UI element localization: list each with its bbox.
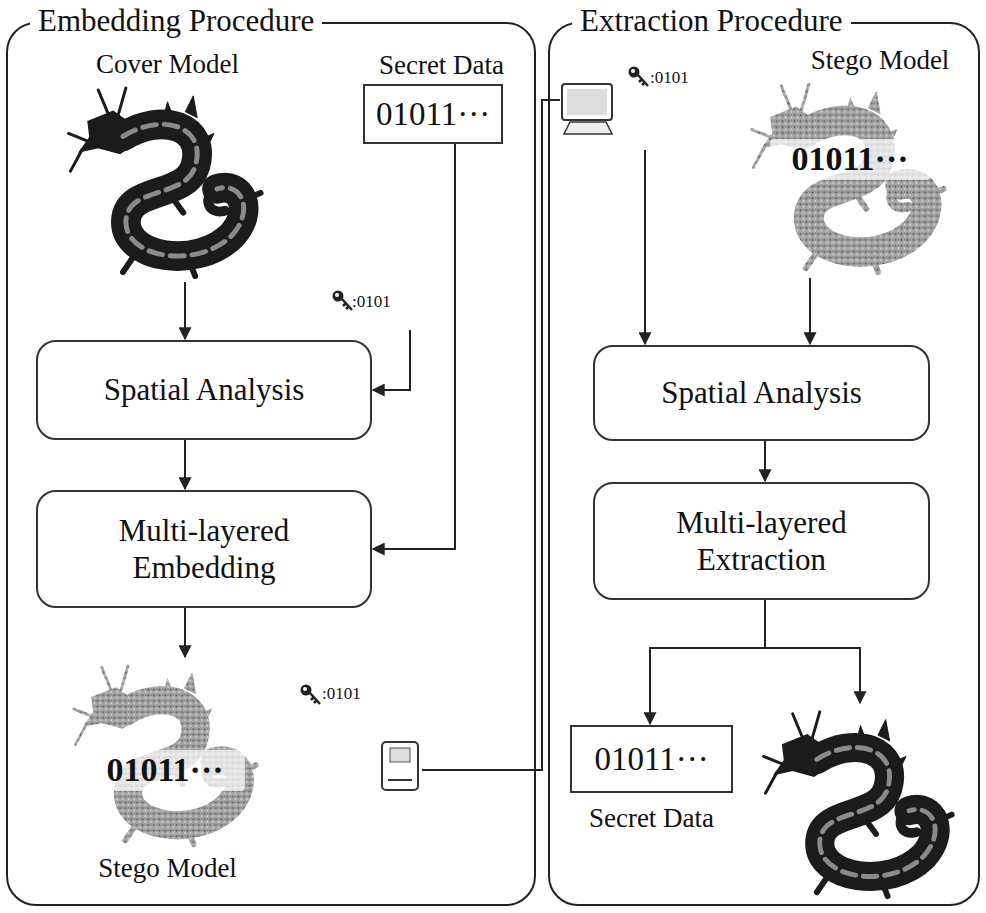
text-slot: Stego Model — [65, 852, 270, 884]
process-box: Multi-layered Embedding — [36, 490, 372, 608]
bit-string: 01011··· — [376, 96, 490, 132]
figure-label: Stego Model — [65, 852, 270, 884]
flow-arrow — [644, 150, 646, 344]
panel-title: Embedding Procedure — [30, 2, 322, 40]
recovered-dragon — [764, 712, 952, 896]
text-slot: :0101 — [352, 292, 412, 312]
process-label: Multi-layered Embedding — [79, 512, 329, 586]
data-heading: Secret Data — [568, 801, 735, 835]
text-slot: 01011··· — [85, 750, 245, 791]
overlay-bits: 01011··· — [85, 750, 245, 791]
data-box: Secret Data 01011··· — [568, 725, 735, 850]
process-box: Spatial Analysis — [36, 340, 372, 440]
text-slot: 01011··· — [770, 139, 930, 180]
text-slot: :0101 — [322, 684, 382, 704]
flow-arrow — [373, 330, 410, 390]
text-slot: Stego Model — [790, 44, 970, 76]
storage-device-icon — [382, 742, 418, 790]
bit-string: 01011··· — [594, 741, 708, 777]
stego-dragon — [74, 666, 256, 845]
flow-arrow — [184, 608, 186, 657]
text-slot: Embedding Procedure — [30, 2, 322, 40]
figure-node: Cover Model — [55, 48, 280, 282]
figure-label: Cover Model — [75, 48, 260, 80]
text-slot: Extraction Procedure — [572, 2, 851, 40]
flow-arrow — [184, 282, 186, 339]
data-box: Secret Data 01011··· — [355, 48, 520, 144]
key-icon — [629, 67, 649, 87]
flow-arrow — [650, 600, 765, 724]
process-box: Multi-layered Extraction — [593, 482, 930, 600]
figure-node: 01011··· Stego Model — [55, 658, 280, 898]
flow-arrow — [422, 100, 560, 770]
process-box: Spatial Analysis — [593, 345, 930, 441]
panel-title: Extraction Procedure — [572, 2, 851, 40]
figure-label: :0101 — [322, 684, 382, 704]
procedure-panel: Extraction Procedure:0101Stego Model0101… — [548, 22, 980, 906]
figure-label: :0101 — [650, 68, 700, 88]
figure-node: Stego Model 01011··· — [715, 44, 978, 278]
figure-label: Stego Model — [790, 44, 970, 76]
flow-arrow — [373, 144, 455, 549]
procedure-panel: Embedding ProcedureCover ModelSecret Dat… — [6, 22, 536, 906]
text-slot: :0101 — [650, 68, 700, 88]
process-label: Multi-layered Extraction — [637, 504, 887, 578]
figure-node: :0101 — [298, 678, 422, 795]
flow-arrow — [184, 440, 186, 489]
key-icon — [333, 291, 353, 311]
process-label: Spatial Analysis — [661, 374, 862, 411]
data-box-frame: 01011··· — [570, 725, 733, 793]
flow-arrow — [764, 441, 766, 481]
text-slot: Cover Model — [75, 48, 260, 80]
figure-label: :0101 — [352, 292, 412, 312]
key-icon — [301, 685, 321, 705]
text-slot: Secret Data — [568, 801, 735, 835]
computer-icon — [562, 84, 612, 134]
data-box-frame: 01011··· — [363, 84, 503, 144]
overlay-bits: 01011··· — [770, 139, 930, 180]
cover-dragon — [69, 88, 261, 276]
branch-line — [765, 648, 860, 703]
figure-node: :0101 — [330, 284, 420, 330]
figure-node: :0101 — [560, 62, 700, 150]
stego-dragon — [752, 84, 944, 272]
text-slot: Secret Data — [363, 48, 520, 82]
process-label: Spatial Analysis — [104, 371, 305, 408]
data-heading: Secret Data — [363, 48, 520, 82]
flow-arrow — [809, 278, 811, 344]
